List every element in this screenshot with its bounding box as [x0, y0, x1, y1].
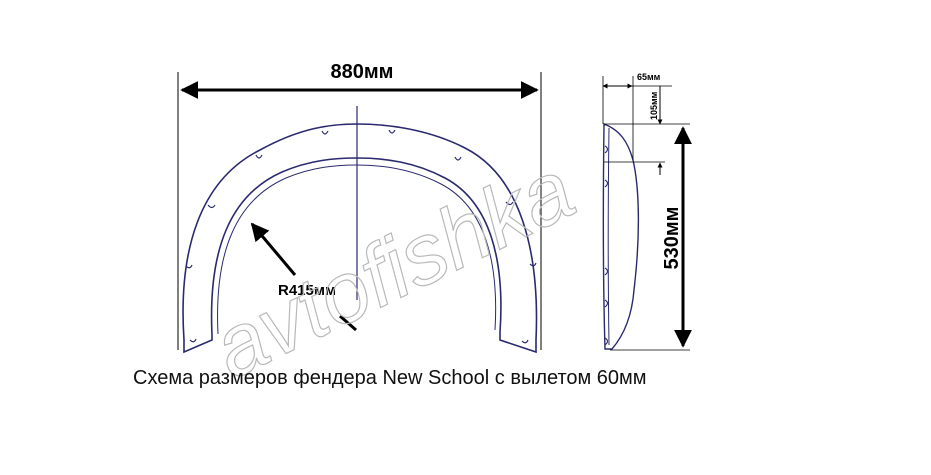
height-label: 530мм [661, 207, 683, 270]
radius-leader [339, 314, 357, 332]
mounting-hole [388, 129, 396, 134]
mounting-hole [454, 156, 462, 161]
mounting-hole [207, 204, 216, 209]
mounting-hole [505, 201, 514, 206]
profile-holes [604, 145, 609, 346]
mounting-holes [185, 129, 537, 344]
mounting-hole [604, 267, 609, 276]
fender-side-view: 65мм 105мм 530мм [602, 72, 692, 351]
fender-front-view: 880мм R415мм [177, 61, 542, 354]
radius-arrow [250, 222, 297, 276]
depth-label: 105мм [649, 91, 659, 120]
mounting-hole [321, 130, 329, 135]
mounting-hole [521, 339, 529, 344]
watermark: avtofishka [198, 141, 588, 397]
mounting-hole [189, 338, 197, 343]
fender-right-end [499, 332, 537, 354]
mounting-hole [529, 262, 537, 267]
mounting-hole [255, 154, 263, 159]
radius-label: R415мм [278, 282, 336, 299]
mounting-hole [604, 145, 609, 154]
profile-inner [607, 127, 610, 346]
offset-label: 65мм [637, 72, 661, 82]
diagram-caption: Схема размеров фендера New School с выле… [133, 367, 647, 389]
fender-left-end [183, 335, 213, 354]
mounting-hole [604, 337, 609, 346]
mounting-hole [604, 179, 609, 188]
mounting-hole [604, 299, 609, 308]
mounting-hole [185, 264, 193, 269]
width-label: 880мм [331, 61, 394, 83]
